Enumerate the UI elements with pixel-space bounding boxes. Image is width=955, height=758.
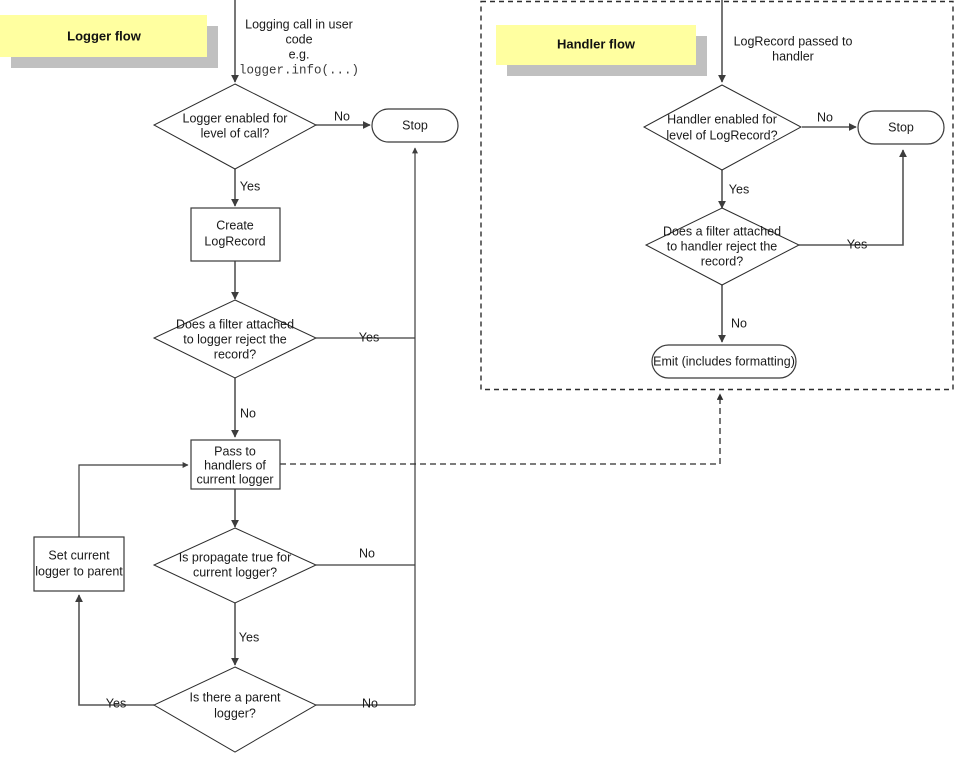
node-create-logrecord[interactable]: Create LogRecord [190,207,281,262]
node-handler-enabled[interactable]: Handler enabled for level of LogRecord? [642,84,803,171]
node-handler-stop[interactable]: Stop [857,110,945,145]
node-logger-enabled[interactable]: Logger enabled for level of call? [152,83,318,170]
edge-label-handler-enabled-no: No [817,110,833,124]
node-logger-enabled-shape [152,83,318,170]
edge-label-handler-filter-no: No [731,316,747,330]
logger-entry-line3: e.g. [289,47,310,61]
edge-label-parent-no: No [362,696,378,710]
edge-has-parent-yes [75,594,154,706]
logger-flow-banner-fill [0,15,207,57]
node-logger-filter-shape [152,299,318,379]
node-is-propagate-shape [152,527,318,604]
edge-label-logger-filter-yes: Yes [359,330,379,344]
node-emit[interactable]: Emit (includes formatting) [651,344,797,379]
handler-entry-line2: handler [772,49,814,63]
node-logger-filter-line3: record? [214,347,256,361]
logger-entry-line2: code [285,32,312,46]
node-pass-to-handlers[interactable]: Pass to handlers of current logger [190,439,281,490]
node-handler-enabled-shape [642,84,803,171]
node-is-propagate[interactable]: Is propagate true for current logger? [152,527,318,604]
node-create-logrecord-line2: LogRecord [204,234,265,248]
edge-handler-filter-yes [799,149,907,246]
node-set-current-logger-to-parent[interactable]: Set current logger to parent [33,536,125,592]
node-logger-stop-label: Stop [402,118,428,132]
node-handler-filter-line1: Does a filter attached [663,224,781,238]
node-handler-stop-shape [857,110,945,145]
node-handler-stop-label: Stop [888,120,914,134]
handler-entry-line1: LogRecord passed to [734,34,853,48]
logger-flow-banner: Logger flow [0,15,218,68]
node-has-parent-line1: Is there a parent [189,690,281,704]
node-logger-filter-line2: to logger reject the [183,332,287,346]
node-logger-stop-shape [371,108,459,143]
node-logger-filter[interactable]: Does a filter attached to logger reject … [152,299,318,379]
node-is-propagate-line1: Is propagate true for [179,550,292,564]
node-logger-stop[interactable]: Stop [371,108,459,143]
node-create-logrecord-shape [190,207,281,262]
node-has-parent-logger-shape [152,666,318,753]
logger-flow-banner-label: Logger flow [67,28,142,43]
edge-label-logger-enabled-yes: Yes [240,179,260,193]
edge-label-handler-enabled-yes: Yes [729,182,749,196]
logger-entry-line1: Logging call in user [245,17,353,31]
handler-flow-banner: Handler flow [496,25,707,76]
node-is-propagate-line2: current logger? [193,565,277,579]
edge-label-logger-enabled-no: No [334,109,350,123]
node-set-parent-line2: logger to parent [35,564,123,578]
node-handler-filter-line2: to handler reject the [667,239,778,253]
handler-flow-group-box [480,0,954,391]
edge-label-propagate-yes: Yes [239,630,259,644]
node-create-logrecord-line1: Create [216,218,254,232]
node-emit-label: Emit (includes formatting) [653,354,795,368]
logger-entry-text: Logging call in user code e.g. logger.in… [239,17,359,77]
edge-pass-to-handler-flow [280,393,724,465]
node-handler-filter-shape [644,207,801,286]
handler-flow-banner-label: Handler flow [557,36,636,51]
node-handler-filter-line3: record? [701,254,743,268]
node-handler-enabled-line2: level of LogRecord? [666,128,777,142]
node-set-parent-line1: Set current [48,548,110,562]
node-has-parent-logger[interactable]: Is there a parent logger? [152,666,318,753]
handler-flow-banner-fill [496,25,696,65]
node-pass-to-handlers-line1: Pass to [214,444,256,458]
node-logger-enabled-line2: level of call? [201,126,270,140]
handler-entry-text: LogRecord passed to handler [734,34,853,63]
node-emit-shape [651,344,797,379]
edge-label-parent-yes: Yes [106,696,126,710]
node-logger-filter-line1: Does a filter attached [176,317,294,331]
node-pass-to-handlers-line2: handlers of [204,458,266,472]
node-pass-to-handlers-shape [190,439,281,490]
edge-label-logger-filter-no: No [240,406,256,420]
node-set-current-logger-to-parent-shape [33,536,125,592]
node-handler-filter[interactable]: Does a filter attached to handler reject… [644,207,801,286]
node-has-parent-line2: logger? [214,706,256,720]
node-logger-enabled-line1: Logger enabled for [183,111,288,125]
edge-set-parent-to-pass [78,462,189,537]
edge-label-handler-filter-yes: Yes [847,237,867,251]
node-pass-to-handlers-line3: current logger [196,472,273,486]
logger-entry-line4: logger.info(...) [239,63,359,77]
edge-label-propagate-no: No [359,546,375,560]
node-handler-enabled-line1: Handler enabled for [667,112,777,126]
